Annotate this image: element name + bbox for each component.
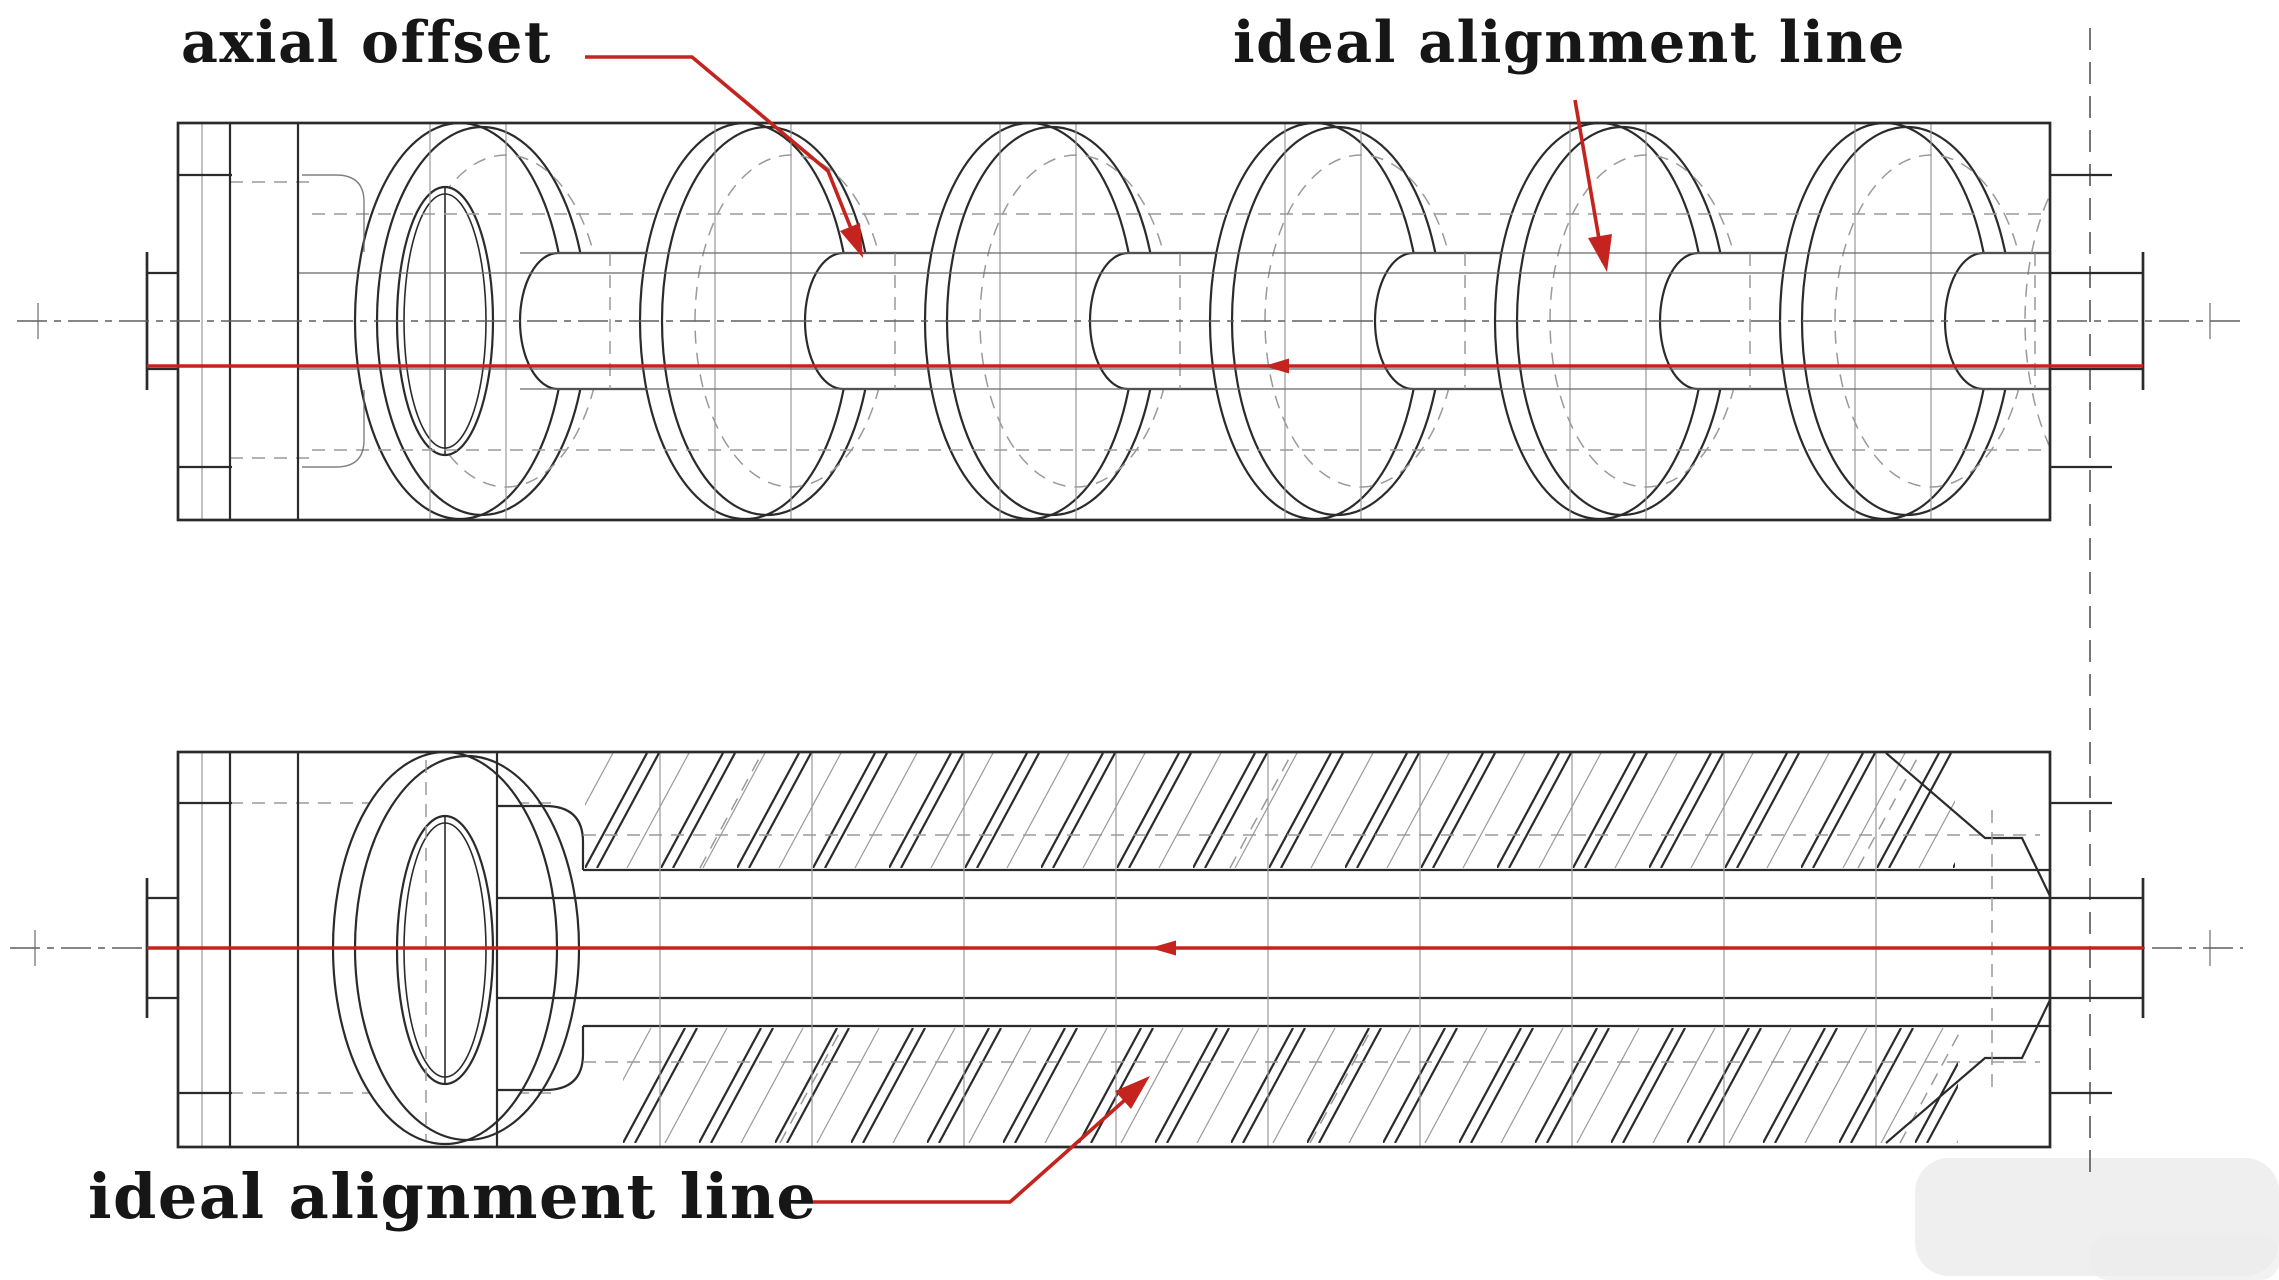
alignment-arrow-icon	[1150, 940, 1176, 956]
bottom-screw	[331, 752, 2050, 1147]
axial-offset-label: axial offset	[181, 9, 552, 76]
leader-ideal-alignment-bottom	[795, 1076, 1150, 1204]
top-sectional-view	[17, 121, 2243, 522]
leader-axial-offset	[585, 55, 863, 258]
alignment-line-bottom	[147, 940, 2143, 956]
leader-arrow-icon	[840, 223, 863, 258]
leader-ideal-alignment-top	[1573, 99, 1612, 272]
bottom-sectional-view	[10, 750, 2243, 1149]
watermark-smudge	[1915, 1158, 2279, 1280]
top-centerline	[17, 303, 2243, 339]
upper-flight-band	[585, 753, 1955, 868]
ideal-alignment-line-label-bottom: ideal alignment line	[88, 1160, 818, 1233]
leader-arrow-icon	[1588, 234, 1612, 272]
top-right-flange	[2050, 173, 2112, 469]
bottom-right-flange	[2050, 801, 2112, 1095]
lower-flight-band	[623, 1028, 1958, 1143]
leader-arrow-icon	[1115, 1076, 1150, 1109]
alignment-arrow-icon	[1264, 358, 1289, 374]
alignment-line-top	[147, 358, 2143, 374]
neck-spacer	[1373, 251, 1547, 391]
ideal-alignment-line-label-top: ideal alignment line	[1233, 9, 1906, 76]
screw-end-taper	[1885, 752, 2050, 1144]
